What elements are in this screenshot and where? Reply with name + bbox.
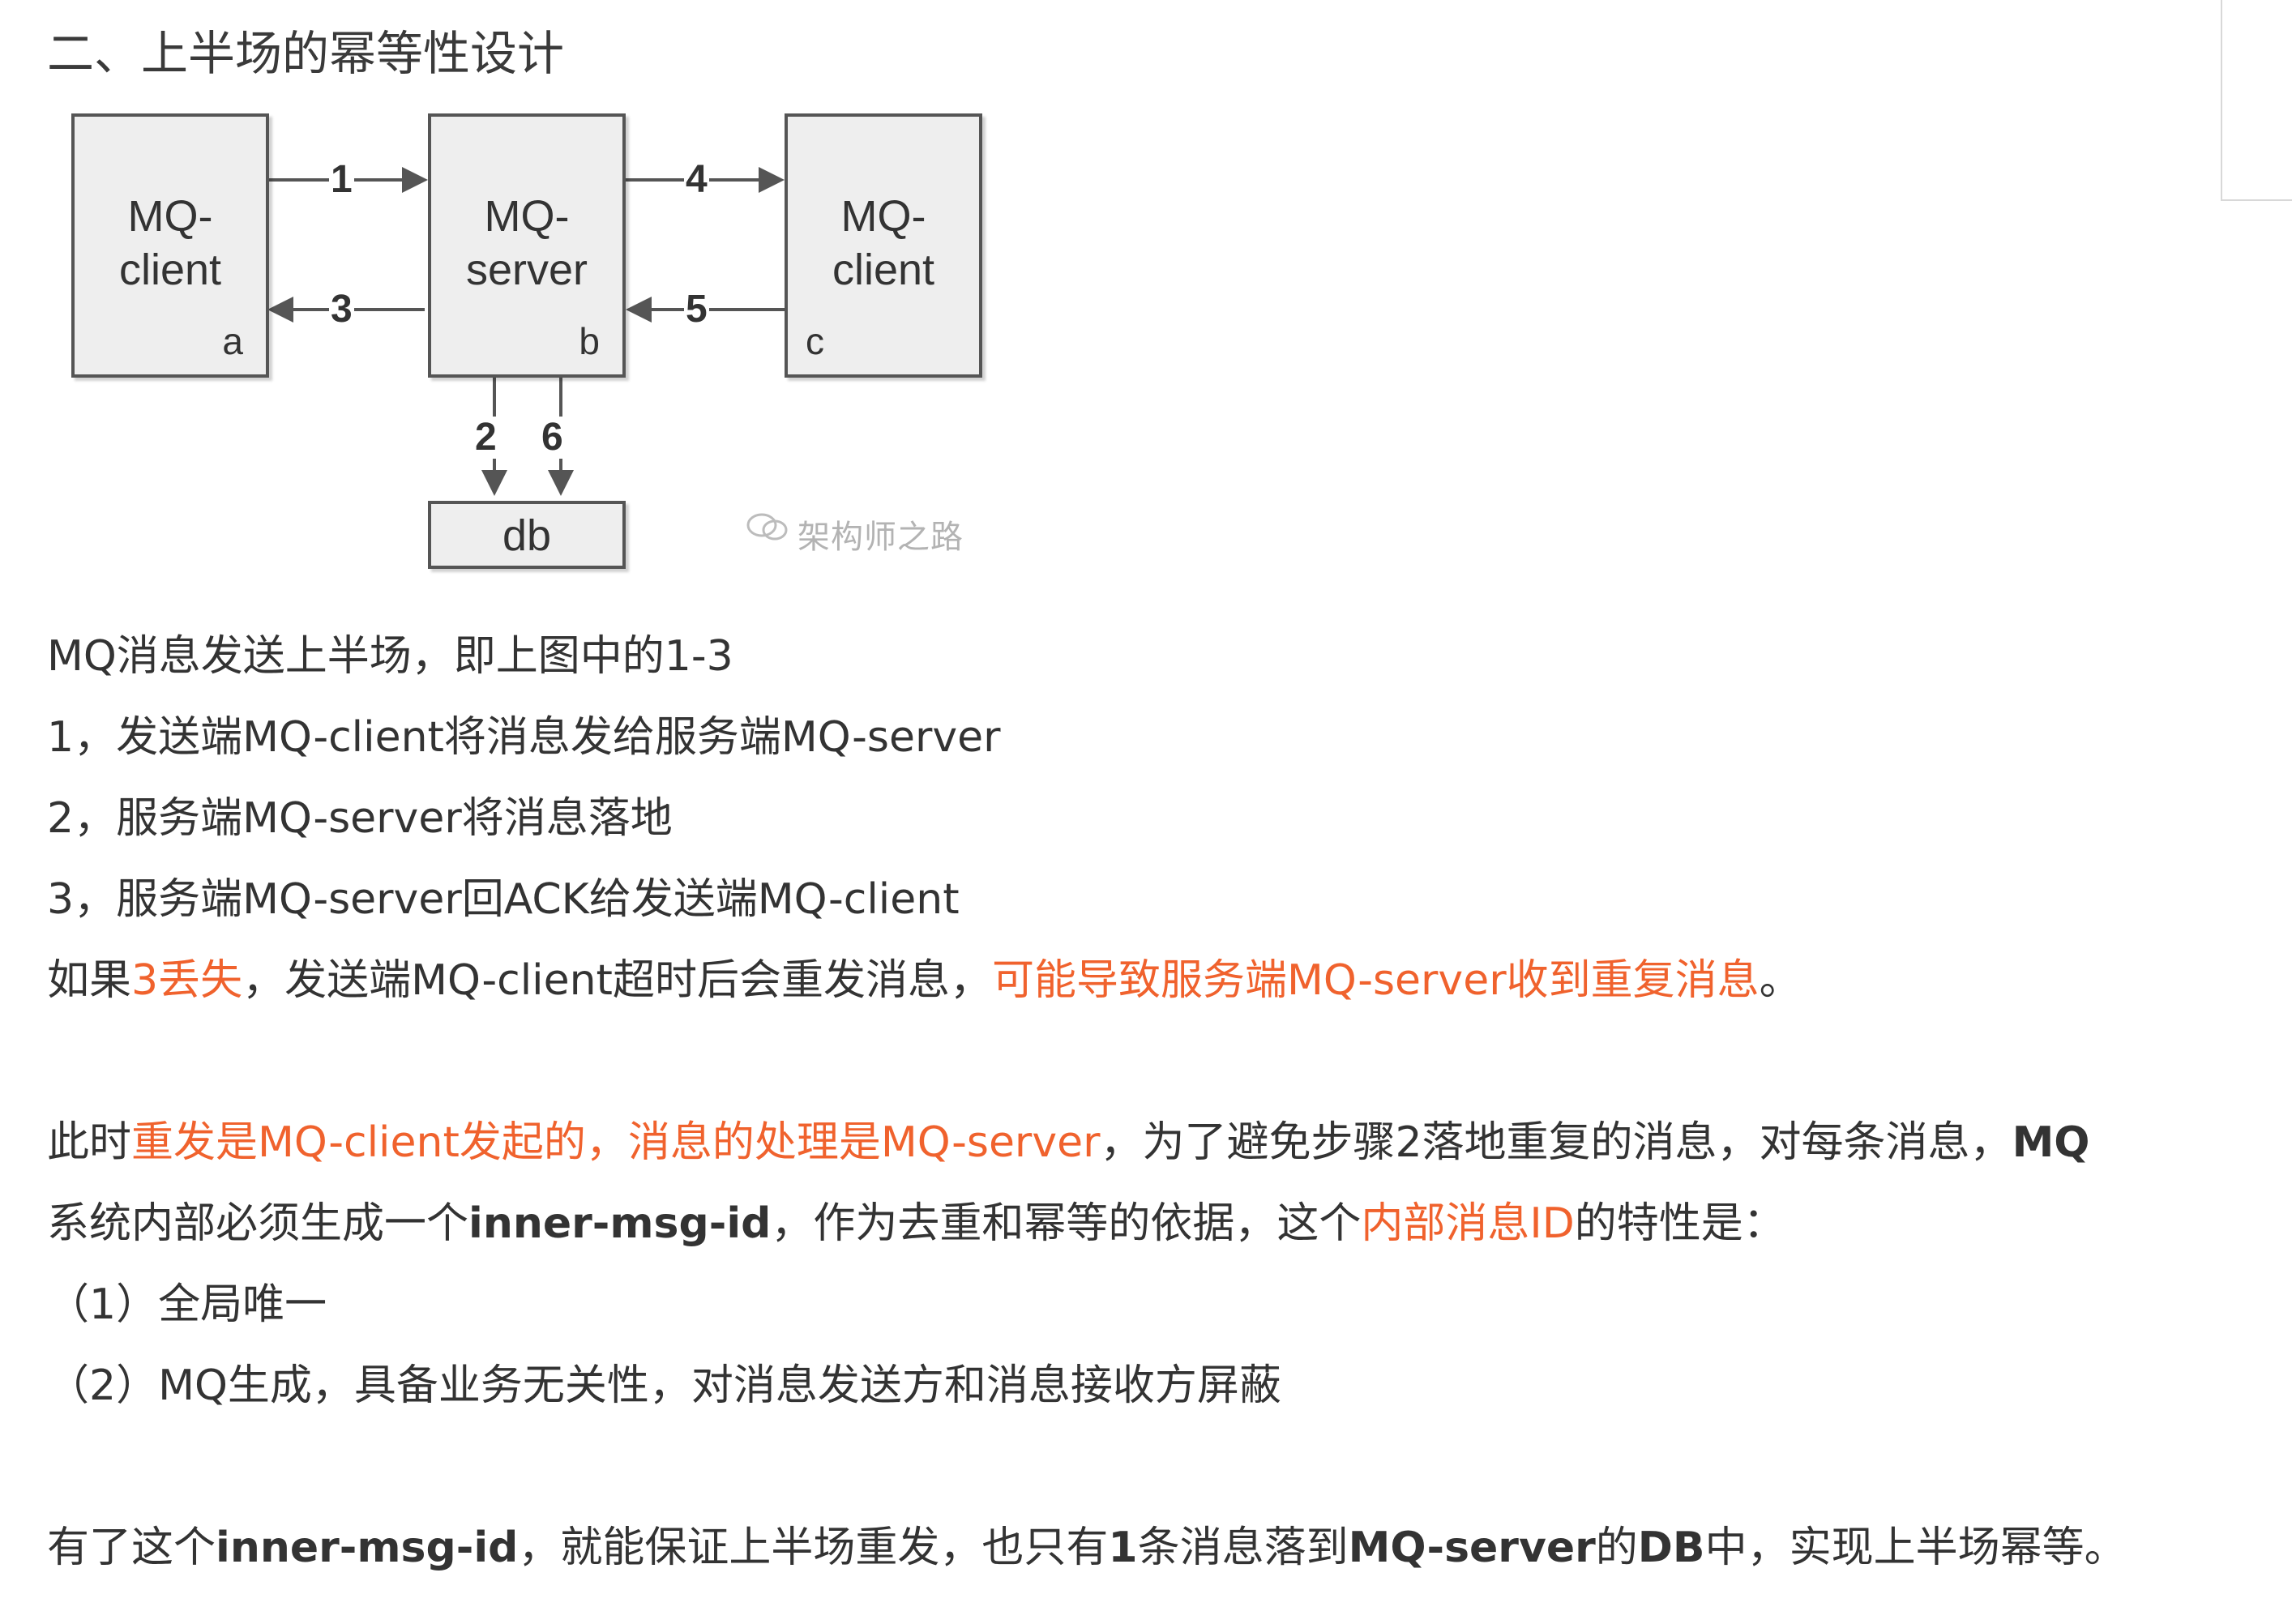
page-edge-frame xyxy=(2221,0,2292,201)
box-a-letter: a xyxy=(222,320,243,362)
para-conclusion: 有了这个inner-msg-id，就能保证上半场重发，也只有1条消息落到MQ-s… xyxy=(47,1507,2235,1588)
box-a-line1: MQ- xyxy=(127,192,213,241)
mq-flow-diagram: MQ- client a MQ- server b MQ- client c d… xyxy=(47,105,1011,583)
reason2-text-1: 系统内部必须生成一个 xyxy=(47,1199,469,1248)
para-lost: 如果3丢失，发送端MQ-client超时后会重发消息，可能导致服务端MQ-ser… xyxy=(47,940,2235,1021)
db-box: db xyxy=(428,501,626,569)
conclusion-bold-db: DB xyxy=(1637,1524,1705,1572)
lost-text-1: 如果 xyxy=(47,956,132,1005)
spacer xyxy=(47,1426,2235,1507)
mq-server-b-box: MQ- server b xyxy=(428,113,626,378)
wechat-icon xyxy=(746,513,789,555)
mq-client-a-box: MQ- client a xyxy=(71,113,269,378)
conclusion-bold-server: MQ-server xyxy=(1348,1524,1596,1572)
arrow-label-2: 2 xyxy=(473,416,498,459)
watermark: 架构师之路 xyxy=(746,511,964,558)
para-step3: 3，服务端MQ-server回ACK给发送端MQ-client xyxy=(47,875,960,924)
box-c-line2: client xyxy=(832,246,935,294)
arrow-label-5: 5 xyxy=(684,288,709,331)
para-reason: 此时重发是MQ-client发起的，消息的处理是MQ-server，为了避免步骤… xyxy=(47,1102,2235,1183)
reason2-bold-id: inner-msg-id xyxy=(468,1199,772,1248)
conclusion-text-2: ，就能保证上半场重发，也只有 xyxy=(518,1524,1109,1572)
arrow-label-3: 3 xyxy=(329,288,354,331)
para-feature2: （2）MQ生成，具备业务无关性，对消息发送方和消息接收方屏蔽 xyxy=(47,1361,1281,1410)
lost-highlight-1: 3丢失 xyxy=(131,956,243,1005)
conclusion-text-1: 有了这个 xyxy=(47,1524,216,1572)
para-reason2: 系统内部必须生成一个inner-msg-id，作为去重和幂等的依据，这个内部消息… xyxy=(47,1183,2235,1264)
lost-text-2: ，发送端MQ-client超时后会重发消息， xyxy=(242,956,992,1005)
box-a-line2: client xyxy=(118,246,222,294)
box-b-line1: MQ- xyxy=(484,192,570,241)
para-step1: 1，发送端MQ-client将消息发给服务端MQ-server xyxy=(47,713,1001,762)
reason2-highlight: 内部消息ID xyxy=(1361,1199,1575,1248)
conclusion-text-5: 中，实现上半场幂等。 xyxy=(1704,1524,2127,1572)
para-feature1: （1）全局唯一 xyxy=(47,1280,327,1329)
box-b-line2: server xyxy=(465,246,588,294)
para-step2: 2，服务端MQ-server将消息落地 xyxy=(47,794,673,843)
reason-highlight: 重发是MQ-client发起的，消息的处理是MQ-server xyxy=(131,1118,1101,1167)
para-intro: MQ消息发送上半场，即上图中的1-3 xyxy=(47,632,733,681)
reason-text-2: ，为了避免步骤2落地重复的消息，对每条消息， xyxy=(1100,1118,2012,1167)
box-b-letter: b xyxy=(579,320,600,362)
arrow-label-6: 6 xyxy=(540,416,565,459)
mq-client-c-box: MQ- client c xyxy=(785,113,982,378)
conclusion-bold-one: 1 xyxy=(1108,1524,1138,1572)
reason-text-1: 此时 xyxy=(47,1118,132,1167)
conclusion-bold-id: inner-msg-id xyxy=(216,1524,519,1572)
reason-bold-mq: MQ xyxy=(2012,1118,2090,1167)
lost-text-3: 。 xyxy=(1759,956,1802,1005)
watermark-text: 架构师之路 xyxy=(797,519,964,556)
reason2-text-2: ，作为去重和幂等的依据，这个 xyxy=(771,1199,1362,1248)
box-c-letter: c xyxy=(806,320,824,362)
db-label: db xyxy=(502,511,552,560)
lost-highlight-2: 可能导致服务端MQ-server收到重复消息 xyxy=(991,956,1760,1005)
conclusion-text-3: 条消息落到 xyxy=(1137,1524,1349,1572)
arrow-label-4: 4 xyxy=(684,158,709,201)
article-body: MQ消息发送上半场，即上图中的1-3 1，发送端MQ-client将消息发给服务… xyxy=(47,616,2235,1588)
arrow-label-1: 1 xyxy=(329,158,354,201)
box-c-line1: MQ- xyxy=(840,192,926,241)
reason2-text-3: 的特性是： xyxy=(1574,1199,1785,1248)
conclusion-text-4: 的 xyxy=(1595,1524,1638,1572)
section-heading: 二、上半场的幂等性设计 xyxy=(47,26,565,81)
spacer xyxy=(47,1021,2235,1102)
